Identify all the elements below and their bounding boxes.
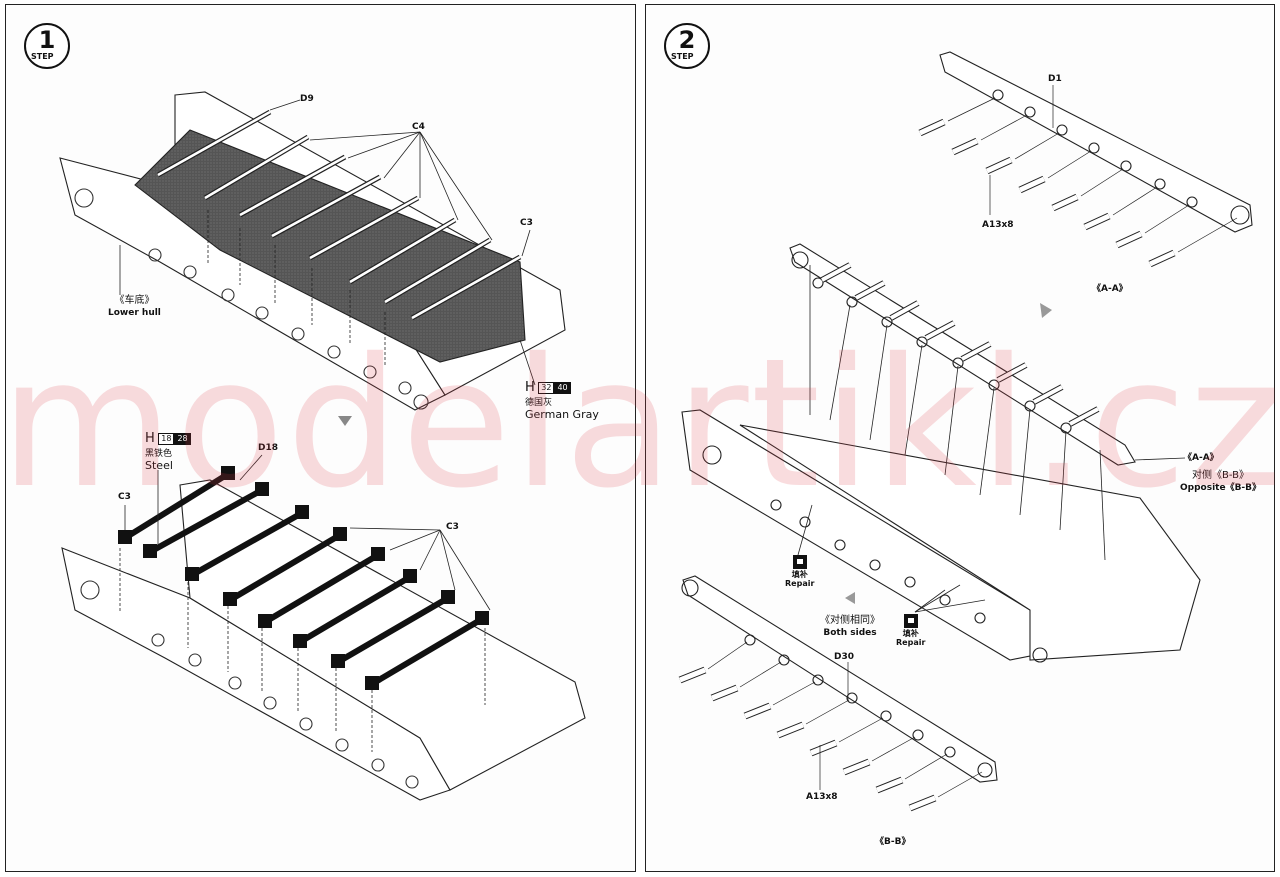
- bb-arm-drawing: [678, 575, 998, 812]
- part-label-c3-right: C3: [446, 522, 459, 532]
- paint-name-en: German Gray: [525, 408, 599, 421]
- part-label-c3-left: C3: [118, 492, 131, 502]
- section-label-aa: 《A-A》: [1092, 284, 1128, 294]
- section-label-aa-right: 《A-A》: [1183, 453, 1219, 463]
- section-label-bb: 《B-B》: [875, 837, 911, 847]
- down-arrow: [338, 416, 352, 426]
- part-label-c3-top: C3: [520, 218, 533, 228]
- part-label-d18: D18: [258, 443, 278, 453]
- paint-name-en: Steel: [145, 459, 173, 472]
- step-word: STEP: [31, 52, 54, 61]
- paint-code-1: 18: [158, 433, 175, 445]
- paint-name-cn: 德国灰: [525, 398, 553, 408]
- repair-note-1: 填补 Repair: [785, 555, 814, 588]
- both-sides-en: Both sides: [823, 628, 877, 638]
- lower-hull-label: 《车底》 Lower hull: [108, 295, 161, 319]
- step-number: 2: [678, 26, 696, 54]
- paint-code-1: 32: [538, 382, 555, 394]
- step-word: STEP: [671, 52, 694, 61]
- repair-en: Repair: [896, 638, 926, 647]
- repair-note-2: 填补 Repair: [896, 614, 925, 647]
- part-label-d30: D30: [834, 652, 854, 662]
- paint-code-2: 28: [174, 433, 191, 445]
- repair-icon: [903, 614, 918, 628]
- lower-hull-cn: 《车底》: [114, 295, 155, 306]
- part-label-a13-bottom: A13x8: [806, 792, 838, 802]
- paint-name-cn: 黑铁色: [145, 449, 173, 459]
- opposite-label: 对侧《B-B》 Opposite《B-B》: [1180, 470, 1261, 494]
- part-label-d9: D9: [300, 94, 314, 104]
- both-sides-label: 《对侧相同》 Both sides: [820, 615, 880, 639]
- part-label-d1: D1: [1048, 74, 1062, 84]
- lower-hull-bottom-drawing: [61, 454, 586, 801]
- part-label-c4: C4: [412, 122, 425, 132]
- hull-with-arms-drawing: [681, 243, 1201, 663]
- repair-cn: 填补: [902, 629, 919, 638]
- opposite-en: Opposite《B-B》: [1180, 483, 1262, 493]
- step-number: 1: [38, 26, 56, 54]
- opposite-cn: 对侧《B-B》: [1192, 470, 1249, 481]
- paint-prefix: H: [525, 380, 535, 395]
- both-sides-cn: 《对侧相同》: [820, 615, 880, 626]
- repair-cn: 填补: [791, 570, 808, 579]
- step-2-badge: 2 STEP: [664, 23, 710, 69]
- paint-prefix: H: [145, 431, 155, 446]
- aa-arm-drawing: [918, 51, 1253, 268]
- repair-icon: [792, 555, 807, 569]
- lower-hull-en: Lower hull: [108, 308, 161, 318]
- step-1-badge: 1 STEP: [24, 23, 70, 69]
- repair-en: Repair: [785, 579, 815, 588]
- part-label-a13-top: A13x8: [982, 220, 1014, 230]
- lower-hull-top-drawing: [59, 91, 566, 411]
- paint-code-2: 40: [554, 382, 571, 394]
